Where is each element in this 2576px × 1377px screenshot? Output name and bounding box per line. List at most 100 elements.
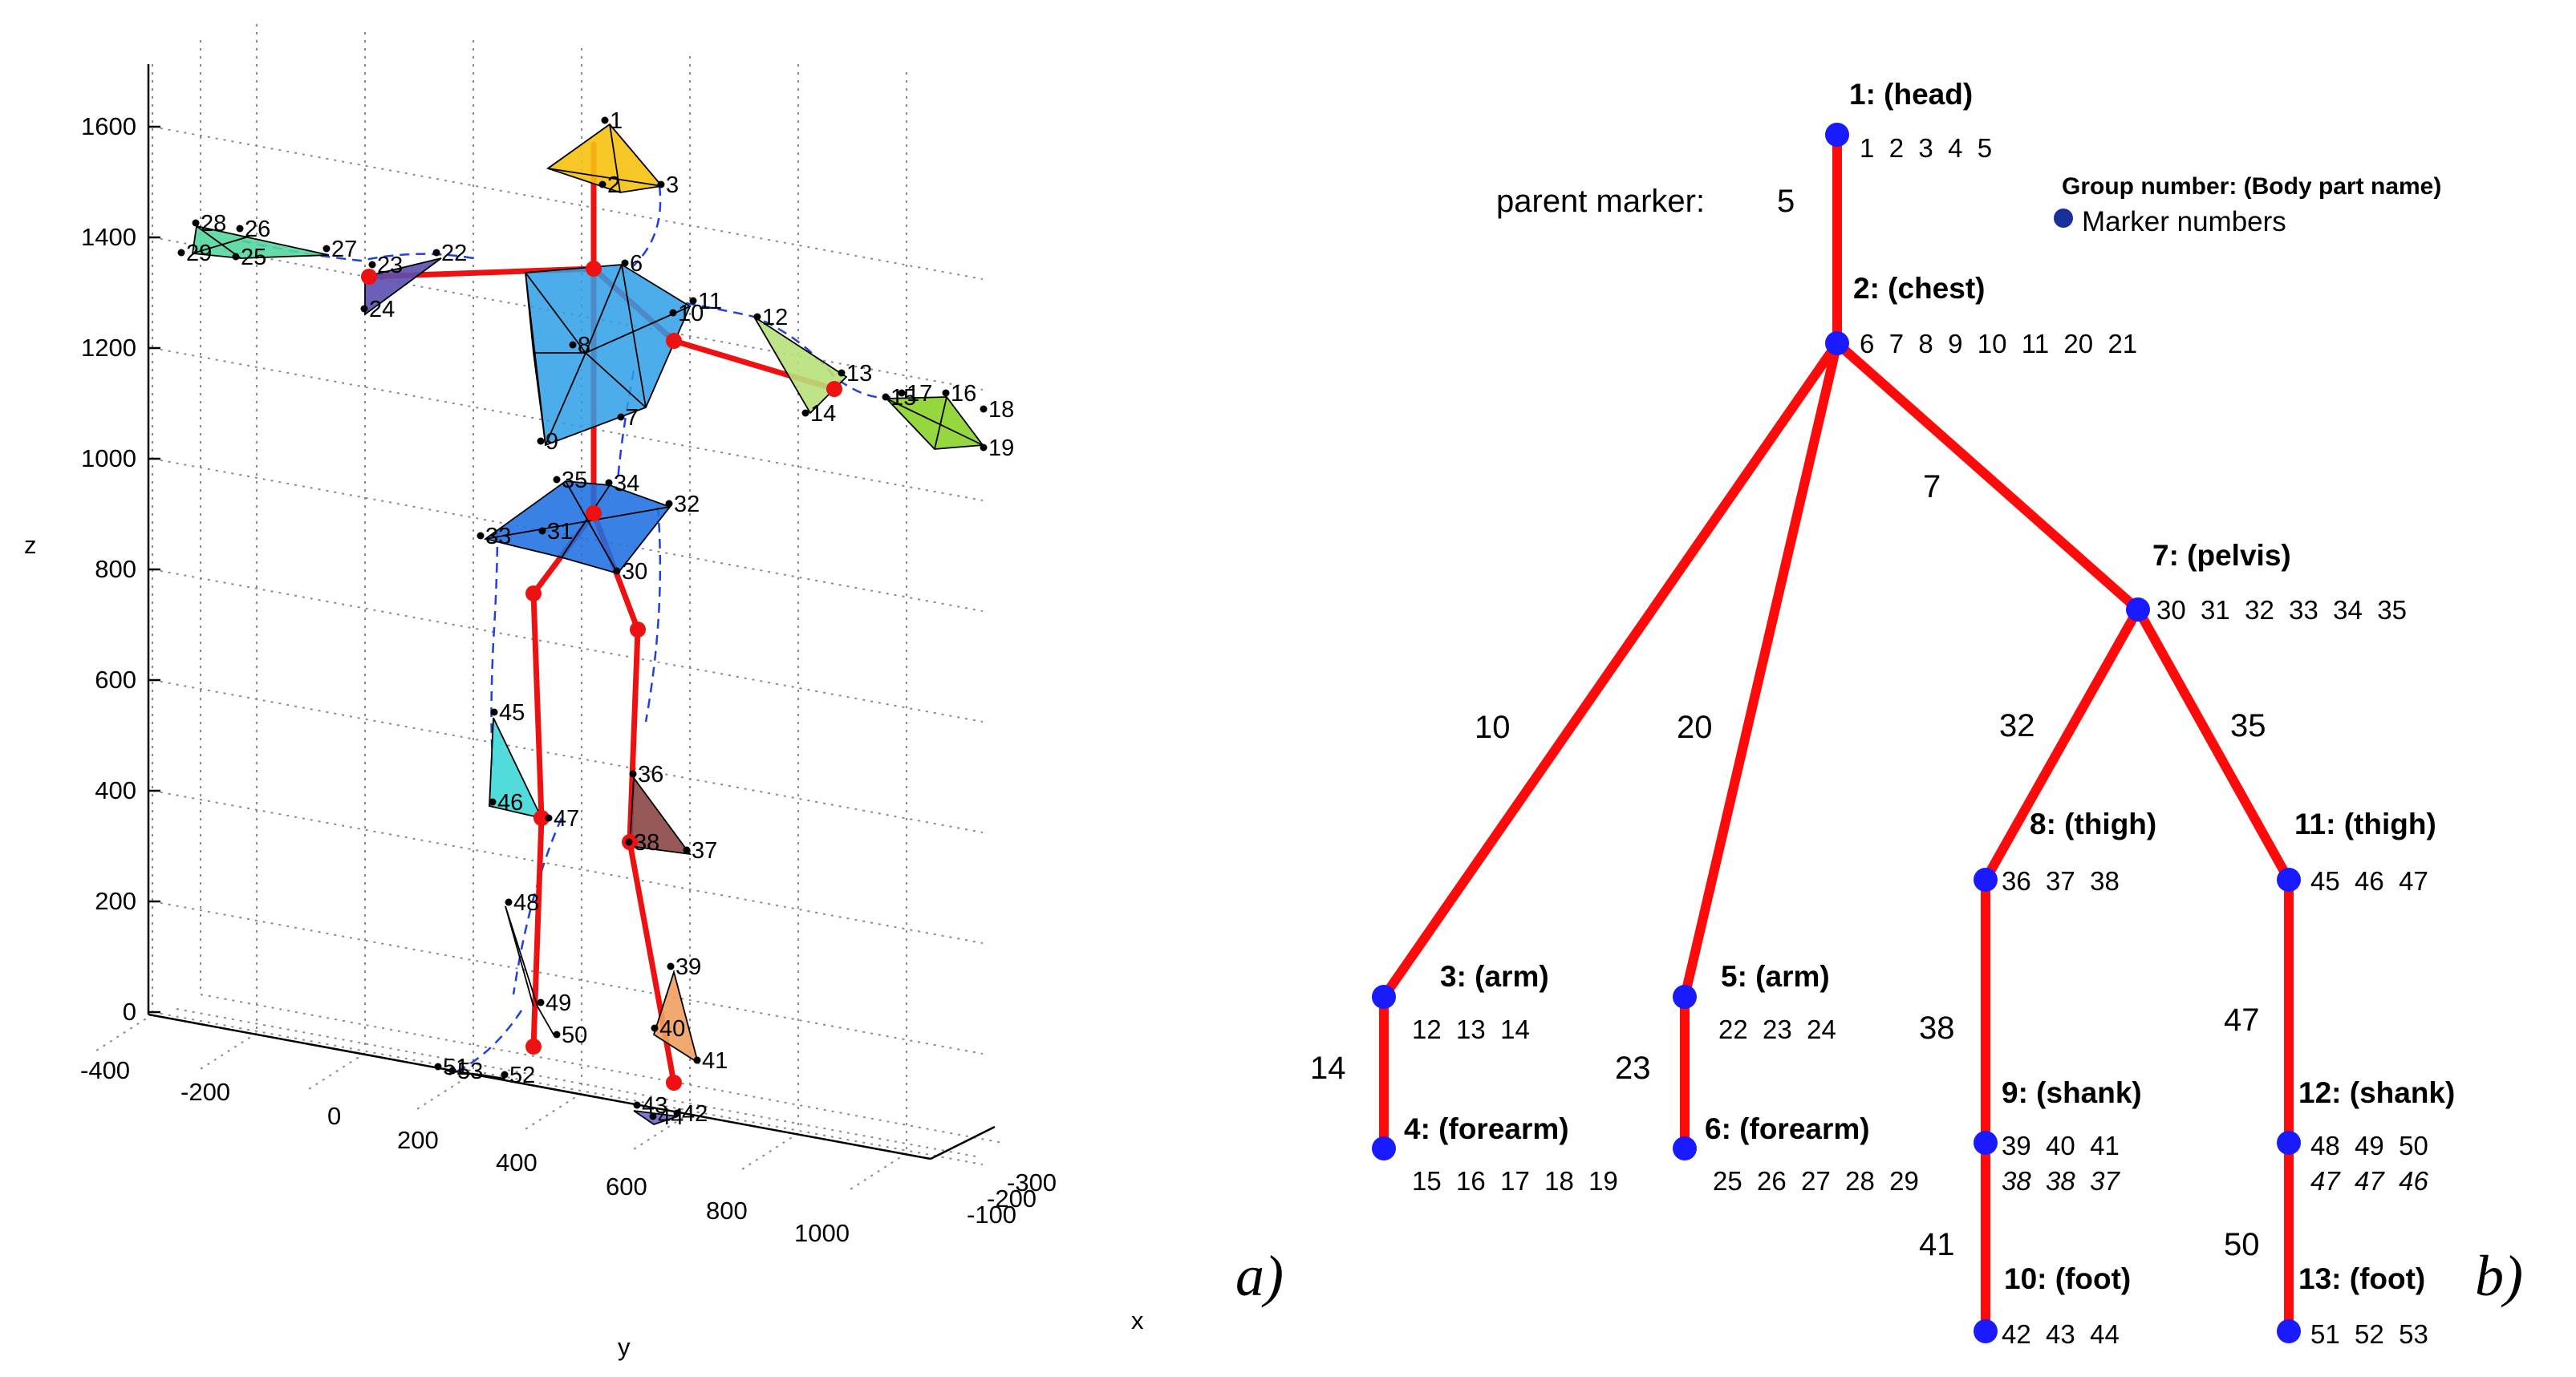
y-tick: 200	[397, 1126, 439, 1154]
marker-label: 37	[692, 838, 717, 864]
body-parts	[191, 123, 984, 1125]
node-chest	[1825, 331, 1849, 355]
marker-label: 7	[626, 405, 639, 431]
edge-label: 41	[1919, 1227, 1955, 1262]
marker-label: 9	[546, 429, 558, 455]
left-arm-segment	[364, 257, 442, 316]
marker-point	[667, 962, 675, 970]
edge-label: 38	[1919, 1010, 1955, 1046]
node-markers: 39 40 41	[2002, 1131, 2120, 1160]
marker-label: 17	[907, 381, 932, 407]
marker-label: 15	[890, 385, 916, 411]
marker-label: 19	[988, 435, 1014, 461]
marker-label: 16	[951, 381, 976, 407]
marker-point	[553, 476, 561, 484]
marker-point	[490, 708, 498, 716]
joint-dots	[361, 261, 842, 1091]
marker-label: 22	[441, 241, 467, 266]
node-title: 6: (forearm)	[1705, 1112, 1870, 1145]
edge-label: 23	[1615, 1051, 1651, 1086]
node-shank-9	[1974, 1131, 1998, 1155]
marker-label: 18	[988, 397, 1014, 423]
y-axis-label: y	[618, 1333, 631, 1361]
node-title: 5: (arm)	[1721, 960, 1830, 993]
node-pelvis	[2126, 597, 2150, 622]
node-markers: 15 16 17 18 19	[1412, 1166, 1618, 1196]
edge-label: 7	[1923, 469, 1941, 504]
node-foot-13	[2277, 1319, 2301, 1343]
marker-point	[236, 225, 244, 233]
marker-point	[753, 313, 761, 321]
marker-label: 44	[658, 1104, 684, 1130]
legend-marker-icon	[2054, 209, 2073, 228]
y-tick: -200	[181, 1078, 230, 1106]
node-title: 2: (chest)	[1853, 272, 1985, 305]
y-tick: 0	[327, 1102, 341, 1130]
node-title: 12: (shank)	[2298, 1076, 2455, 1109]
z-tick: 1400	[81, 223, 136, 251]
edge-labels: 7 10 20 32 35 14 23 38 47 41 50	[1310, 469, 2266, 1262]
edge-label: 14	[1310, 1051, 1346, 1086]
marker-point	[489, 798, 497, 806]
node-title: 13: (foot)	[2298, 1262, 2425, 1295]
panel-a: 1600 1400 1200 1000 800 600 400 200 0 z …	[24, 24, 1284, 1361]
marker-label: 29	[186, 241, 212, 266]
node-parent-markers: 38 38 37	[2002, 1166, 2120, 1196]
marker-label: 1	[610, 108, 623, 134]
marker-point	[605, 479, 613, 487]
marker-point	[683, 846, 691, 854]
marker-point	[689, 297, 697, 305]
marker-point	[177, 249, 185, 257]
node-forearm-right	[1673, 1136, 1697, 1160]
marker-point	[323, 245, 331, 253]
node-title: 3: (arm)	[1440, 960, 1549, 993]
marker-label: 28	[201, 211, 226, 237]
edge-label: 10	[1475, 710, 1511, 745]
parent-marker-label: parent marker:	[1496, 184, 1705, 219]
marker-label: 32	[674, 492, 700, 517]
marker-point	[448, 1067, 456, 1075]
node-markers: 36 37 38	[2002, 866, 2120, 896]
z-axis-label: z	[24, 531, 37, 559]
marker-point	[360, 305, 368, 313]
marker-label: 10	[678, 301, 704, 326]
node-title: 10: (foot)	[2004, 1262, 2131, 1295]
node-forearm-left	[1372, 1136, 1396, 1160]
marker-label: 48	[513, 890, 539, 916]
marker-point	[673, 1109, 681, 1117]
tree-nodes	[1372, 123, 2301, 1343]
head-segment	[546, 123, 663, 193]
z-tick: 1000	[81, 444, 136, 472]
node-head	[1825, 123, 1849, 147]
marker-label: 25	[241, 245, 266, 270]
edge-label: 47	[2224, 1002, 2260, 1038]
panel-a-label: a)	[1235, 1244, 1284, 1308]
marker-point	[669, 309, 677, 317]
marker-label: 3	[666, 172, 679, 198]
y-axis-ticks: -400 -200 0 200 400 600 800 1000 y	[80, 1056, 850, 1361]
marker-label: 42	[682, 1101, 708, 1127]
marker-label: 14	[810, 401, 836, 427]
thigh-cyan-segment	[489, 717, 543, 820]
node-markers: 48 49 50	[2310, 1131, 2428, 1160]
marker-label: 45	[499, 700, 525, 726]
z-tick: 0	[123, 998, 136, 1026]
node-markers: 12 13 14	[1412, 1015, 1530, 1044]
z-tick: 1600	[81, 112, 136, 140]
right-arm-segment	[753, 316, 848, 415]
parent-marker-value: 5	[1777, 184, 1795, 219]
marker-label: 41	[702, 1048, 728, 1074]
marker-point	[537, 437, 545, 445]
marker-point	[598, 180, 606, 188]
marker-label: 51	[443, 1055, 469, 1080]
marker-point	[625, 838, 633, 846]
z-axis-ticks: 1600 1400 1200 1000 800 600 400 200 0 z	[24, 112, 160, 1026]
marker-point	[192, 219, 200, 227]
marker-label: 40	[659, 1016, 685, 1042]
panel-b-label: b)	[2475, 1244, 2523, 1308]
chest-segment	[525, 264, 692, 447]
y-tick: 400	[496, 1148, 538, 1177]
marker-point	[601, 116, 609, 124]
legend-marker-text: Marker numbers	[2082, 206, 2286, 237]
